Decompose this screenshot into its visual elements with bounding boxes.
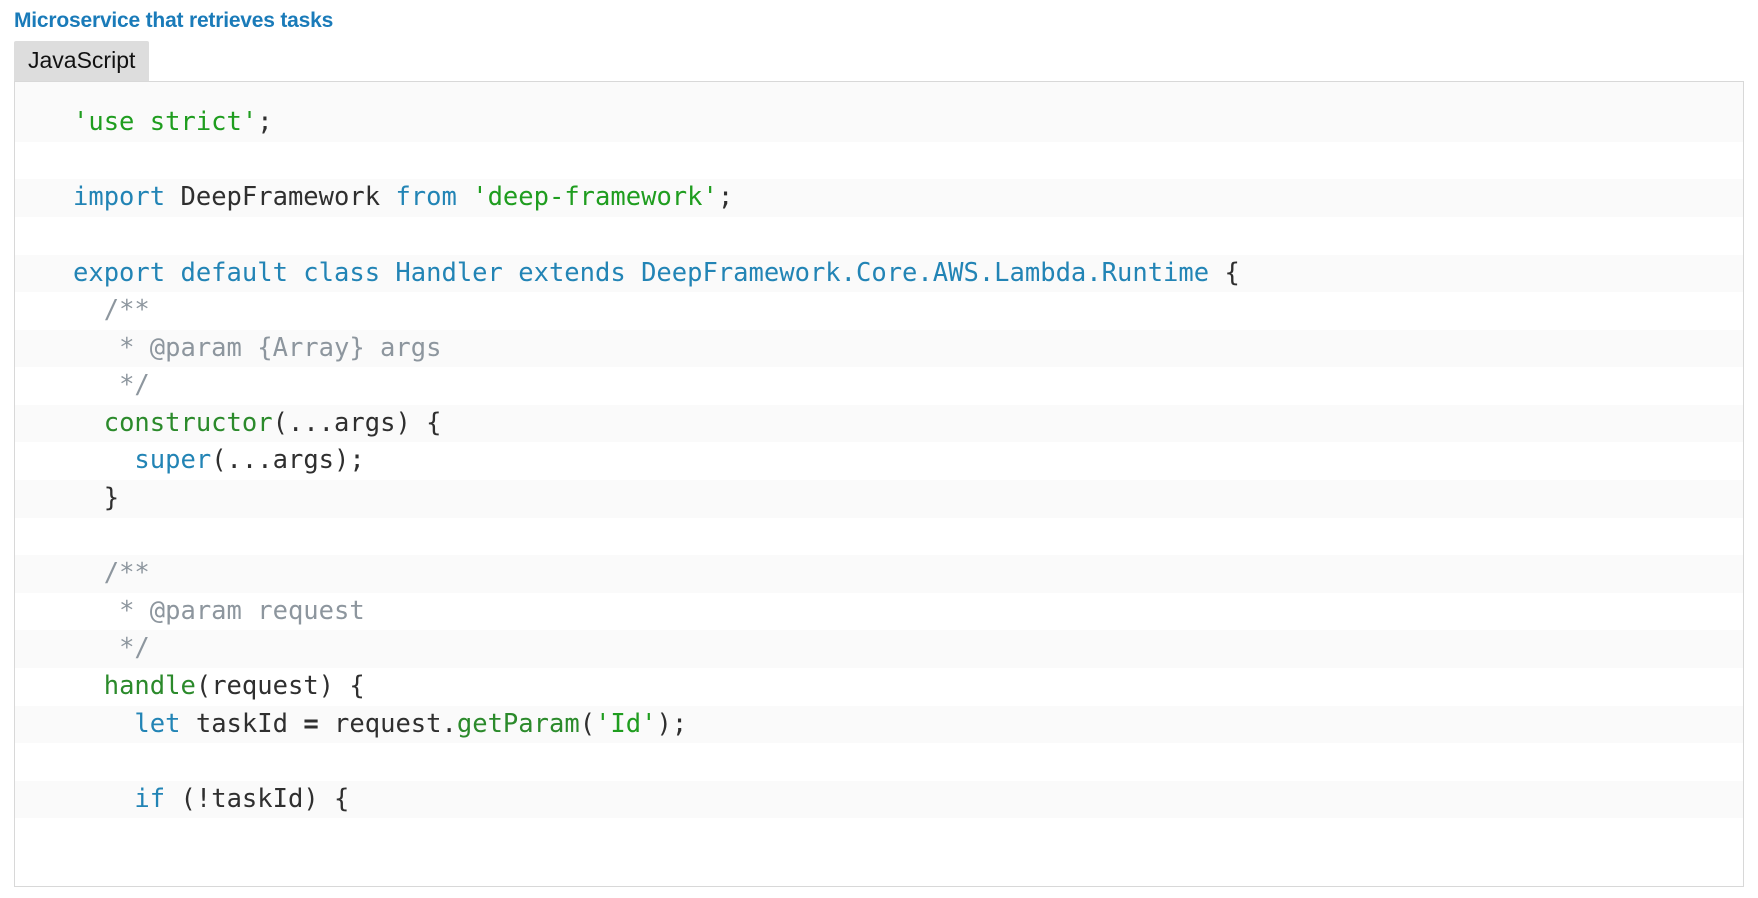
code-line: /** [15,292,1743,330]
code-block-panel: 'use strict'; import DeepFramework from … [14,81,1744,888]
code-line: 'use strict'; [15,104,1743,142]
code-line: */ [15,630,1743,669]
code-line: if (!taskId) { [15,780,1743,819]
code-scroll-area[interactable]: 'use strict'; import DeepFramework from … [15,82,1743,886]
tab-javascript[interactable]: JavaScript [14,41,150,82]
language-tab-strip: JavaScript [14,41,1758,82]
code-line: } [15,480,1743,518]
page-title: Microservice that retrieves tasks [14,9,334,32]
code-line: let taskId = request.getParam('Id'); [15,705,1743,744]
code-line [15,216,1743,255]
code-line: */ [15,367,1743,405]
code-listing: 'use strict'; import DeepFramework from … [15,82,1743,819]
code-line [15,141,1743,180]
code-top-padding [15,82,1743,105]
code-line: * @param request [15,592,1743,631]
code-line: import DeepFramework from 'deep-framewor… [15,179,1743,217]
code-line: super(...args); [15,442,1743,481]
code-line: * @param {Array} args [15,329,1743,368]
code-line: export default class Handler extends Dee… [15,254,1743,293]
code-line: /** [15,555,1743,593]
code-line [15,517,1743,556]
code-line: constructor(...args) { [15,404,1743,443]
code-line: handle(request) { [15,668,1743,706]
code-line [15,743,1743,781]
